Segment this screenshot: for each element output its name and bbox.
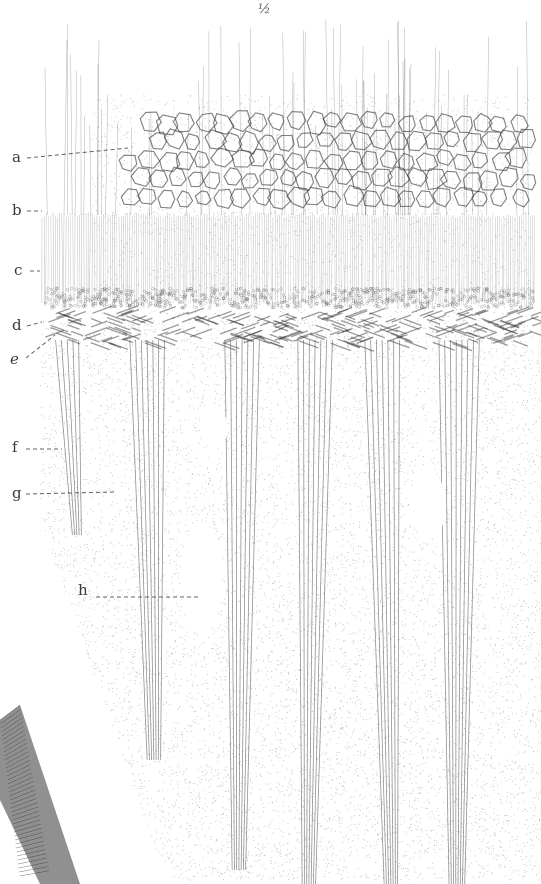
label-d: d [12,318,22,333]
label-g: g [12,486,22,501]
label-a: a [12,150,21,165]
label-e: e [10,352,19,367]
diagonal-rod [0,705,80,884]
label-f: f [12,440,18,455]
label-c: c [14,263,22,278]
label-b: b [12,203,22,218]
crossed-fibre-layer-d [45,306,541,352]
cell-layer-a [119,111,536,209]
label-h: h [78,583,88,598]
fibre-layer-c [42,212,535,309]
